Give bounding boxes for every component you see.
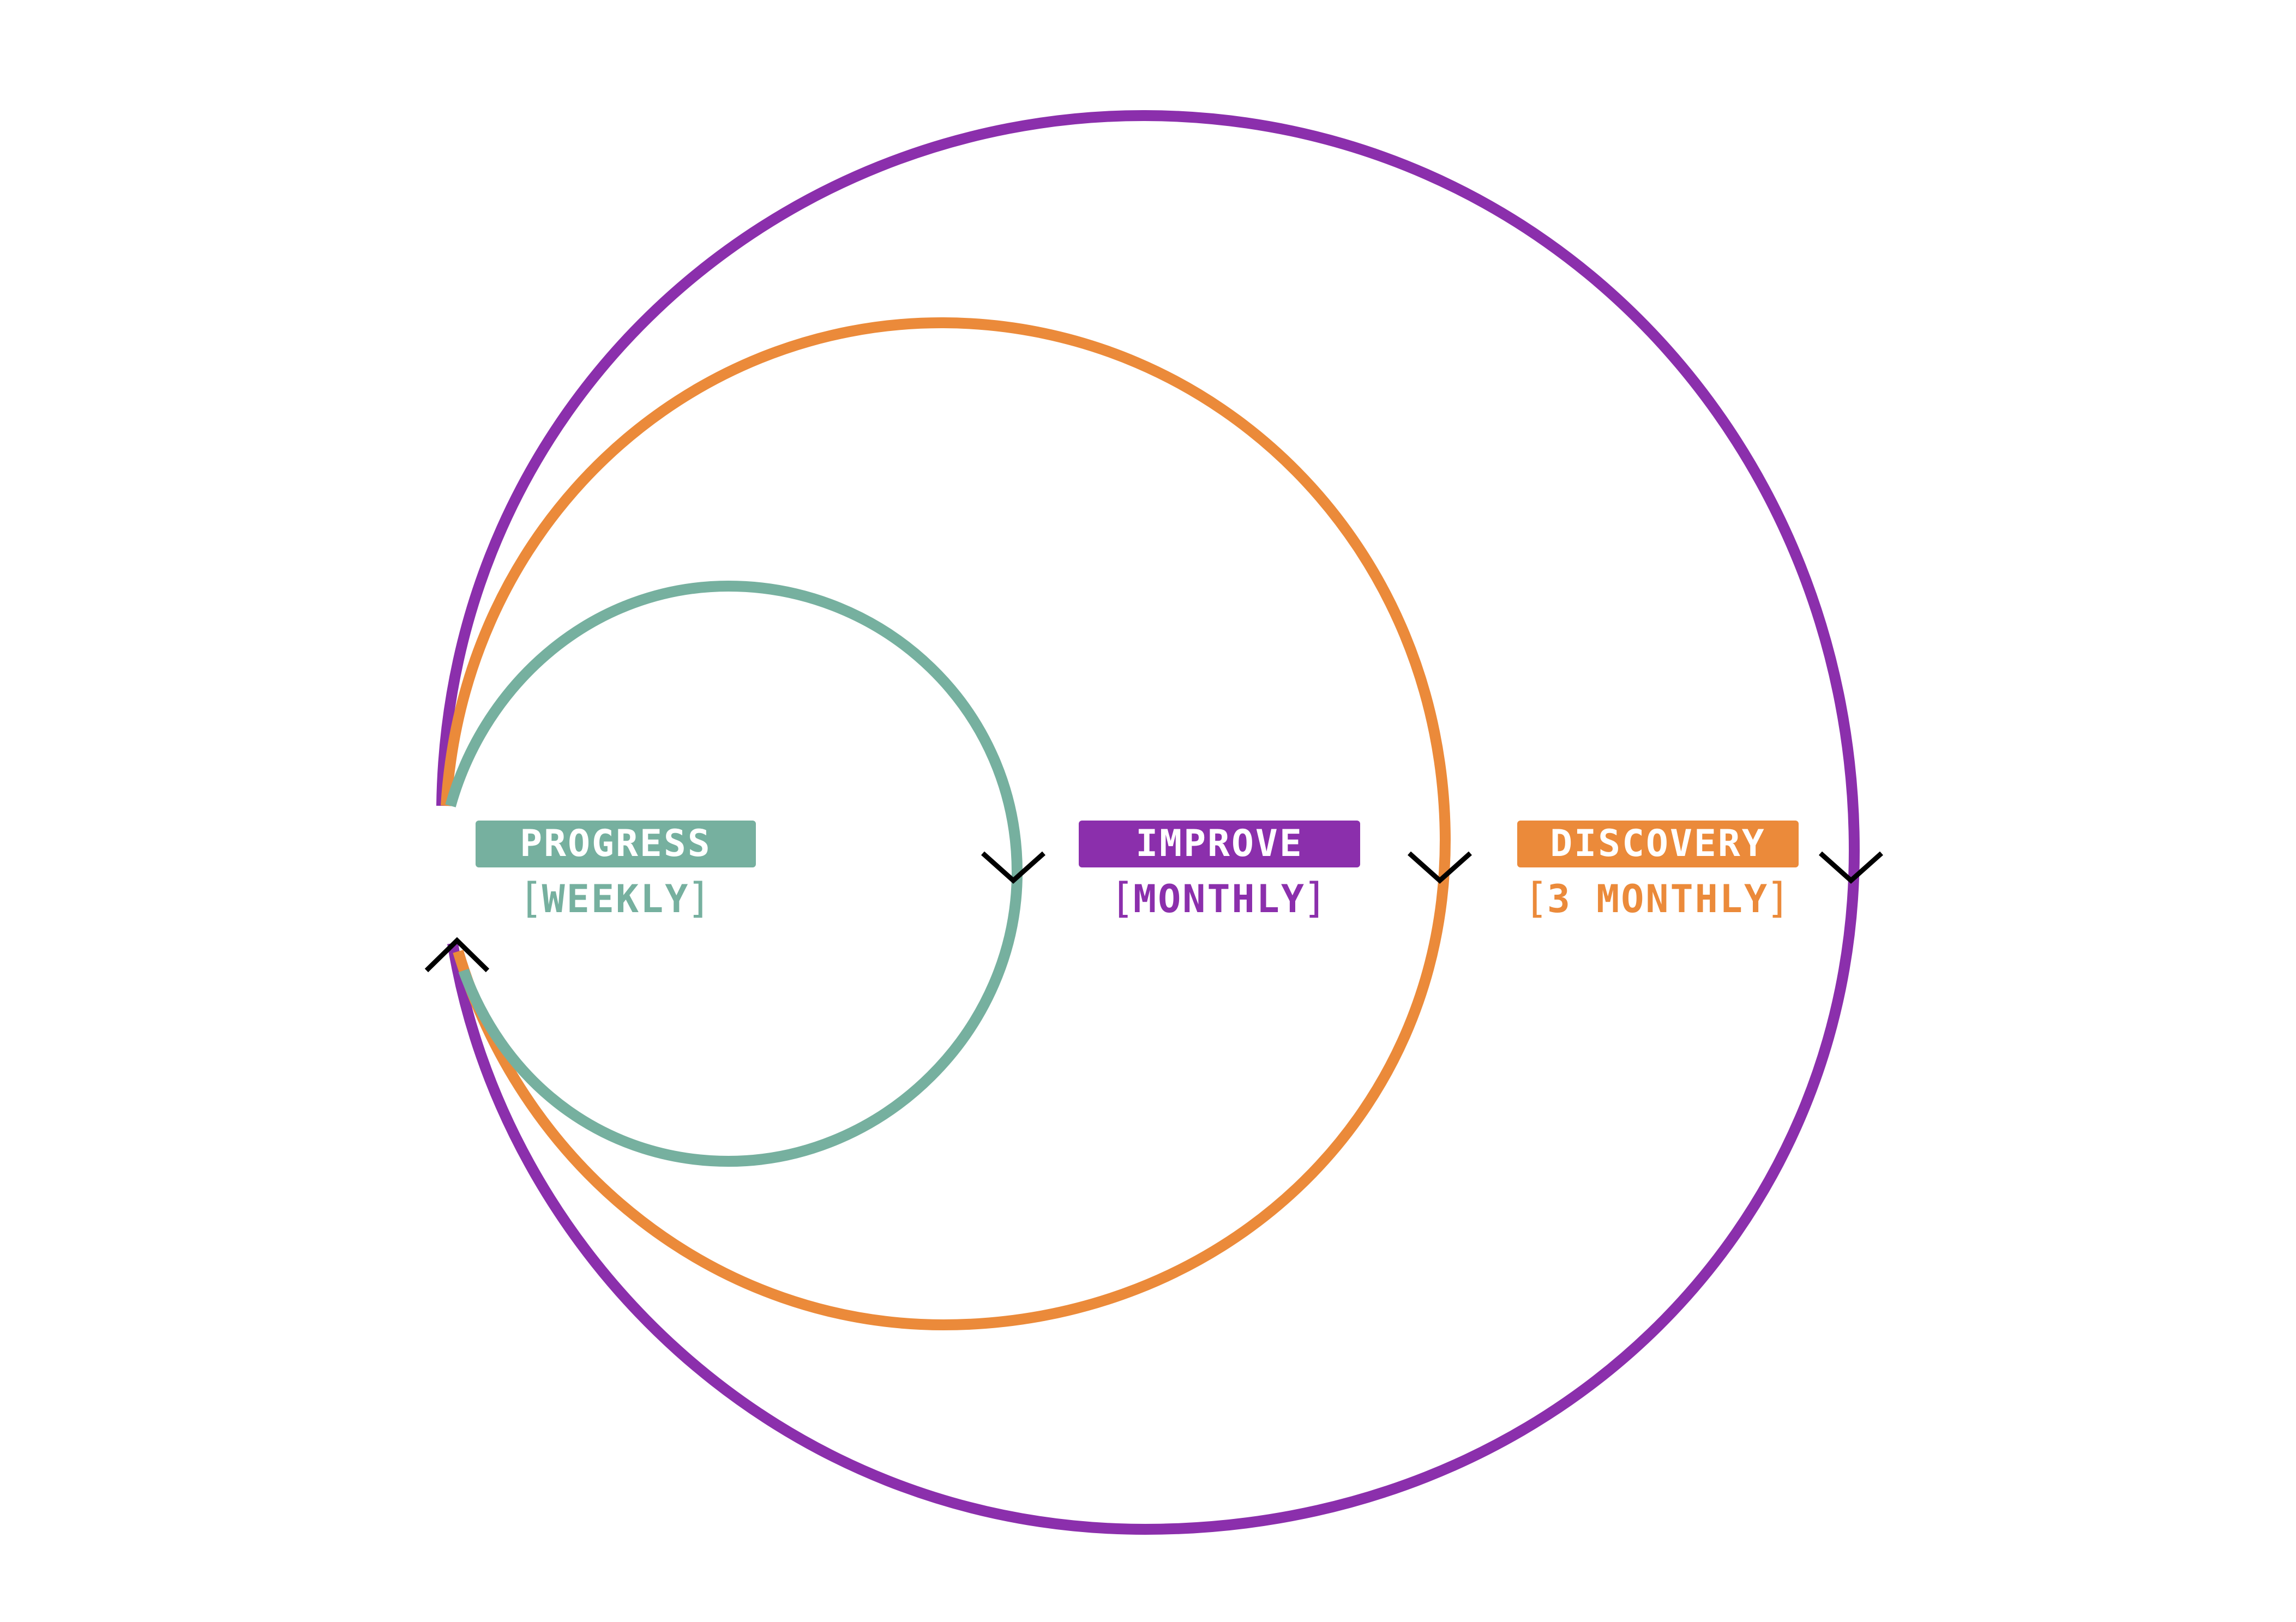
progress-loop-path: [445, 580, 1023, 1167]
discovery-frequency: [3 MONTHLY]: [1506, 873, 1810, 922]
open-bracket: [: [1115, 873, 1133, 922]
discovery-label: DISCOVERY: [1517, 821, 1799, 867]
improve-frequency: [MONTHLY]: [1079, 873, 1360, 922]
shared-up-arrow-icon: [424, 937, 490, 973]
improve-loop-path: [436, 110, 1860, 1535]
close-bracket: ]: [1769, 873, 1787, 922]
progress-frequency-text: WEEKLY: [542, 877, 690, 921]
open-bracket: [: [524, 873, 542, 922]
improve-down-arrow-icon: [1819, 851, 1883, 884]
discovery-frequency-text: 3 MONTHLY: [1547, 877, 1769, 921]
close-bracket: ]: [1306, 873, 1324, 922]
improve-frequency-text: MONTHLY: [1133, 877, 1306, 921]
open-bracket: [: [1529, 873, 1547, 922]
discovery-down-arrow-icon: [1408, 851, 1472, 884]
progress-down-arrow-icon: [981, 851, 1045, 884]
close-bracket: ]: [689, 873, 708, 922]
improve-label: IMPROVE: [1079, 821, 1360, 867]
discovery-loop-path: [441, 317, 1451, 1331]
progress-label: PROGRESS: [476, 821, 756, 867]
progress-frequency: [WEEKLY]: [476, 873, 756, 922]
